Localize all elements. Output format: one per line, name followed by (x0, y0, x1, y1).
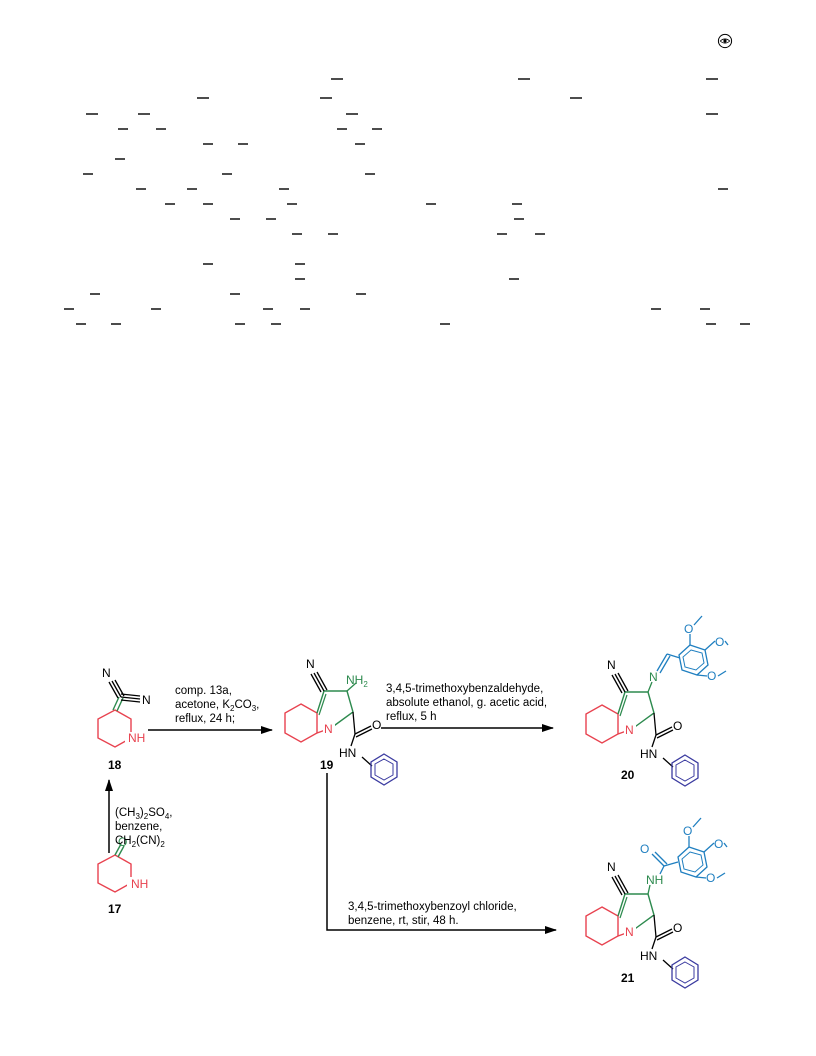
compound-18: N N NH 18 (97, 666, 151, 772)
c17-oxygen: O (118, 835, 127, 849)
c20-ring-n: N (625, 723, 634, 737)
c21-carbonyl-o: O (673, 921, 682, 935)
svg-text:CH2(CN)2: CH2(CN)2 (115, 835, 165, 849)
c20-methoxy-o1: O (684, 622, 693, 636)
svg-text:acetone, K2CO3,: acetone, K2CO3, (175, 699, 259, 713)
reaction-scheme: O NH 17 (CH3)2SO4, benzene, CH2(CN)2 N N… (97, 615, 729, 989)
c21-ring-n: N (625, 925, 634, 939)
c18-nitrile-n2: N (142, 693, 151, 707)
c20-amide-hn: HN (640, 747, 657, 761)
c19-amide-hn: HN (339, 746, 356, 760)
journal-logo-icon (717, 33, 733, 49)
conditions-19-20: 3,4,5-trimethoxybenzaldehyde, absolute e… (386, 683, 547, 723)
c20-methoxy-o3: O (707, 669, 716, 683)
c21-methoxy-o3: O (706, 871, 715, 885)
compound-label-19: 19 (320, 758, 334, 772)
svg-text:reflux, 5 h: reflux, 5 h (386, 711, 437, 723)
svg-text:reflux, 24 h;: reflux, 24 h; (175, 713, 235, 725)
compound-17: O NH 17 (97, 835, 148, 916)
c19-nitrile-n: N (306, 657, 315, 671)
c21-nitrile-n: N (607, 860, 616, 874)
c20-nitrile-n: N (607, 658, 616, 672)
c21-methoxy-o2: O (714, 837, 723, 851)
compound-19: N NH2 N O HN 19 (284, 657, 398, 786)
c18-nitrile-n1: N (102, 666, 111, 680)
conditions-18-19: comp. 13a, acetone, K2CO3, reflux, 24 h; (175, 685, 259, 725)
svg-text:benzene,: benzene, (115, 821, 162, 833)
compound-label-18: 18 (108, 758, 122, 772)
c21-amide-o: O (640, 842, 649, 856)
compound-label-20: 20 (621, 768, 635, 782)
c17-nh: NH (131, 877, 148, 891)
conditions-17-18: (CH3)2SO4, benzene, CH2(CN)2 (115, 807, 172, 849)
svg-text:benzene, rt, stir, 48 h.: benzene, rt, stir, 48 h. (348, 915, 459, 927)
c20-imine-n: N (649, 670, 658, 684)
redacted-text-block (64, 78, 750, 325)
arrow-19-to-21 (326, 773, 557, 934)
c21-amide-hn: HN (640, 949, 657, 963)
svg-text:(CH3)2SO4,: (CH3)2SO4, (115, 807, 172, 821)
c21-amide-nh: NH (646, 873, 663, 887)
svg-text:3,4,5-trimethoxybenzoyl chlori: 3,4,5-trimethoxybenzoyl chloride, (348, 901, 517, 913)
c19-amino: NH2 (346, 673, 368, 689)
c20-methoxy-o2: O (715, 635, 724, 649)
c18-nh: NH (128, 731, 145, 745)
compound-label-17: 17 (108, 902, 122, 916)
c20-carbonyl-o: O (673, 719, 682, 733)
svg-text:3,4,5-trimethoxybenzaldehyde,: 3,4,5-trimethoxybenzaldehyde, (386, 683, 543, 695)
svg-text:absolute ethanol, g. acetic ac: absolute ethanol, g. acetic acid, (386, 697, 547, 709)
c19-ring-n: N (324, 722, 333, 736)
c21-methoxy-o1: O (683, 824, 692, 838)
compound-label-21: 21 (621, 971, 635, 985)
conditions-19-21: 3,4,5-trimethoxybenzoyl chloride, benzen… (348, 901, 517, 927)
compound-20: N N O O O N O HN 20 (585, 615, 729, 787)
c19-carbonyl-o: O (372, 718, 381, 732)
svg-text:comp. 13a,: comp. 13a, (175, 685, 232, 697)
compound-21: N NH O O O O N O HN 21 (585, 817, 728, 989)
